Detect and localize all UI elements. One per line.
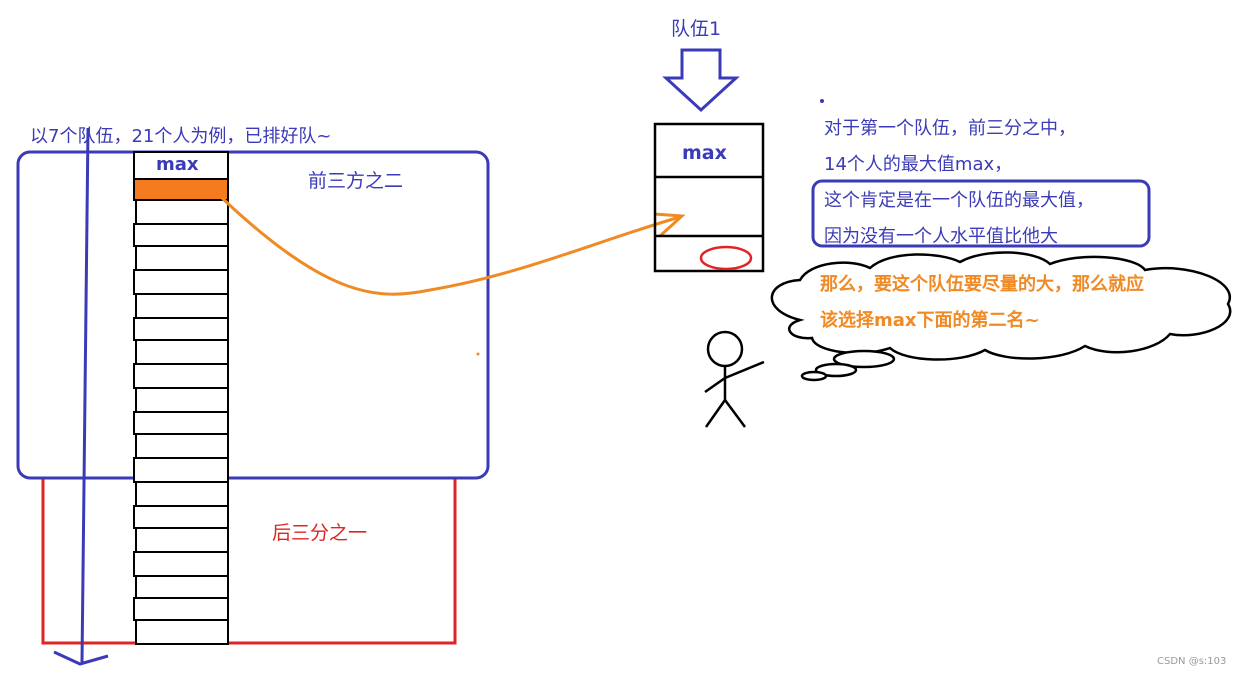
column-cell [135, 387, 229, 413]
thought-line-2: 该选择max下面的第二名~ [820, 310, 1040, 331]
sort-direction-arrow [53, 127, 109, 666]
column-max-label: max [156, 154, 199, 175]
orange-dot [476, 352, 480, 356]
column-cell [133, 597, 229, 621]
explanation-line-2: 14个人的最大值max， [824, 154, 1013, 175]
column-cell [135, 619, 229, 645]
top-two-thirds-box [16, 150, 490, 480]
column-cell [133, 505, 229, 529]
explanation-line-1: 对于第一个队伍，前三分之中， [824, 118, 1076, 139]
column-cell [133, 269, 229, 295]
column-cell-second [133, 178, 229, 201]
top-region-label: 前三方之二 [308, 170, 404, 192]
explanation-line-4: 因为没有一个人水平值比他大 [824, 226, 1058, 247]
column-cell [135, 339, 229, 365]
column-cell [133, 411, 229, 435]
thought-cloud [770, 251, 1232, 382]
column-cell [135, 245, 229, 271]
highlight-box [811, 179, 1151, 248]
team-max-label: max [682, 142, 727, 164]
team-title: 队伍1 [671, 18, 722, 40]
column-cell [135, 481, 229, 507]
column-cell [133, 317, 229, 341]
team-box [653, 122, 765, 273]
blue-dot [820, 99, 824, 103]
column-cell [135, 527, 229, 553]
second-place-arrow [220, 196, 686, 296]
bottom-region-label: 后三分之一 [272, 522, 368, 544]
column-cell [133, 223, 229, 247]
column-cell [133, 457, 229, 483]
column-cell [135, 293, 229, 319]
column-cell [135, 199, 229, 225]
column-cell [135, 433, 229, 459]
thought-line-1: 那么，要这个队伍要尽量的大，那么就应 [820, 274, 1144, 295]
watermark: CSDN @s:103 [1157, 656, 1227, 667]
queue-column [133, 151, 229, 645]
explanation-line-3: 这个肯定是在一个队伍的最大值， [824, 190, 1094, 211]
column-cell [135, 575, 229, 599]
column-cell [133, 363, 229, 389]
stick-figure [704, 330, 765, 428]
column-cell [133, 551, 229, 577]
bottom-third-box [41, 476, 457, 645]
caption-text: 以7个队伍，21个人为例，已排好队~ [30, 126, 332, 147]
third-slot-circle [699, 245, 753, 271]
down-arrow-icon [662, 48, 740, 113]
